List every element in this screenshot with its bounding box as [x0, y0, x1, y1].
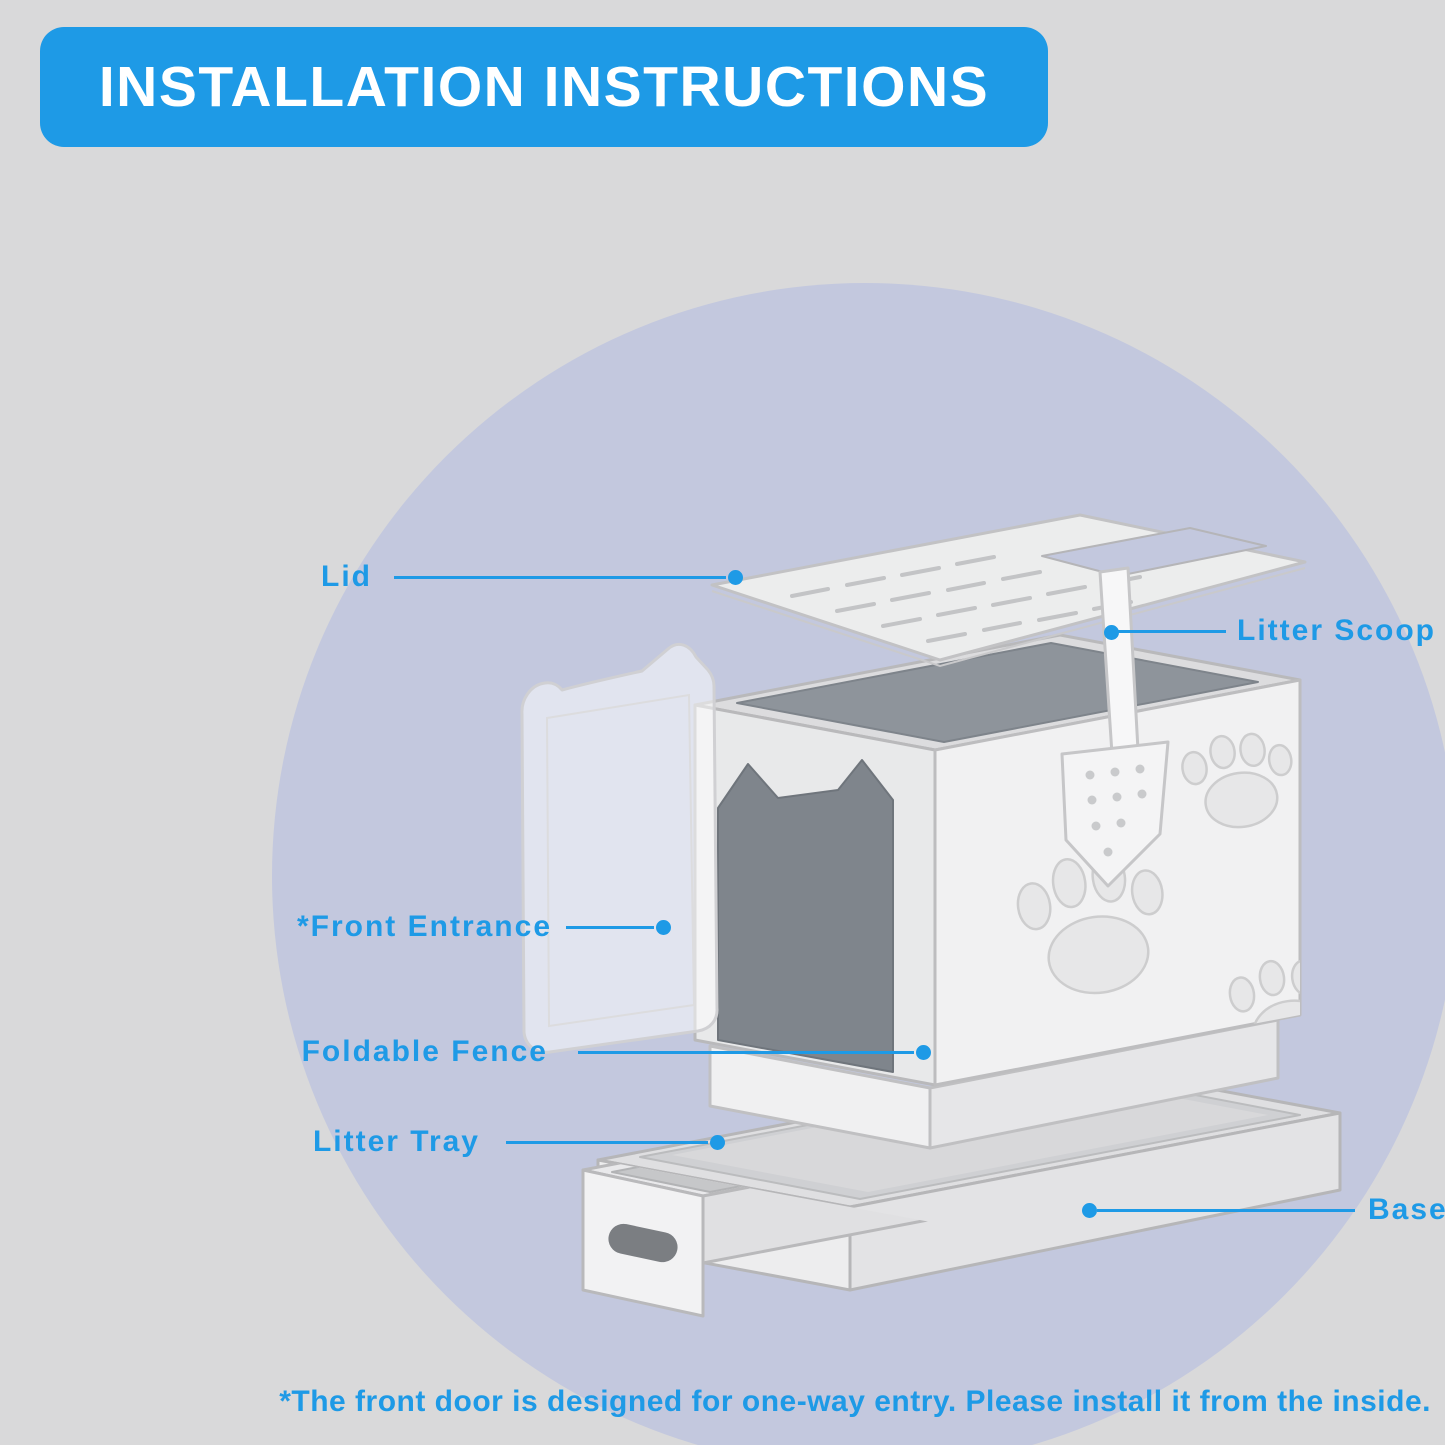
litter-scoop-graphic [1060, 566, 1170, 888]
label-front-entrance: *Front Entrance [296, 910, 552, 943]
label-foldable-fence: Foldable Fence [301, 1035, 548, 1068]
litter-scoop-leader-line [1118, 630, 1226, 633]
label-litter-scoop: Litter Scoop [1237, 614, 1437, 647]
page-title: INSTALLATION INSTRUCTIONS [98, 55, 990, 119]
foldable-fence-dot [916, 1045, 931, 1060]
entrance-opening [717, 759, 894, 1073]
lid-graphic [710, 513, 1307, 668]
front-entrance-leader-line [566, 926, 654, 929]
litter-tray-leader-line [506, 1141, 708, 1144]
litter-scoop-dot [1104, 625, 1119, 640]
front-entrance-dot [656, 920, 671, 935]
lid-leader-line [394, 576, 726, 579]
label-lid: Lid [321, 560, 372, 593]
label-litter-tray: Litter Tray [312, 1125, 480, 1158]
paw-print-small [1181, 732, 1293, 829]
lid-top-opening [1041, 527, 1267, 577]
base-leader-line [1097, 1209, 1355, 1212]
label-base: Base [1368, 1193, 1445, 1226]
front-entrance-graphic [520, 642, 719, 1054]
footnote: *The front door is designed for one-way … [279, 1385, 1431, 1418]
litter-tray-dot [710, 1135, 725, 1150]
title-banner: INSTALLATION INSTRUCTIONS [40, 27, 1048, 147]
scoop-holes [1085, 764, 1147, 857]
lid-dot [728, 570, 743, 585]
tray-handle-cutout [608, 1223, 678, 1263]
base-dot [1082, 1203, 1097, 1218]
foldable-fence-leader-line [578, 1051, 914, 1054]
box-body-graphic [693, 633, 1302, 1087]
